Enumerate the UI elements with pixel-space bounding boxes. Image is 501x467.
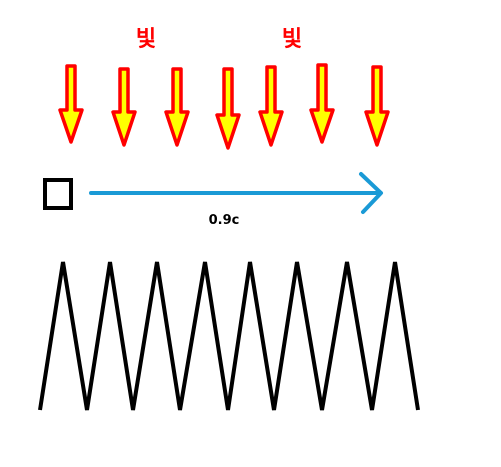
light-arrow-3 <box>164 67 190 147</box>
light-arrow-4 <box>215 67 241 150</box>
moving-box <box>43 178 73 210</box>
light-label-left: 빛 <box>136 27 156 52</box>
light-arrow-6 <box>309 63 335 144</box>
zigzag-light-path <box>38 261 420 411</box>
light-arrow-7 <box>364 65 390 147</box>
light-label-right: 빛 <box>282 27 302 52</box>
motion-arrow <box>89 172 383 214</box>
light-arrow-1 <box>58 64 84 144</box>
speed-label: 0.9c <box>209 213 240 228</box>
light-arrow-2 <box>111 67 137 147</box>
light-arrow-5 <box>258 65 284 147</box>
light-arrows <box>58 63 390 150</box>
